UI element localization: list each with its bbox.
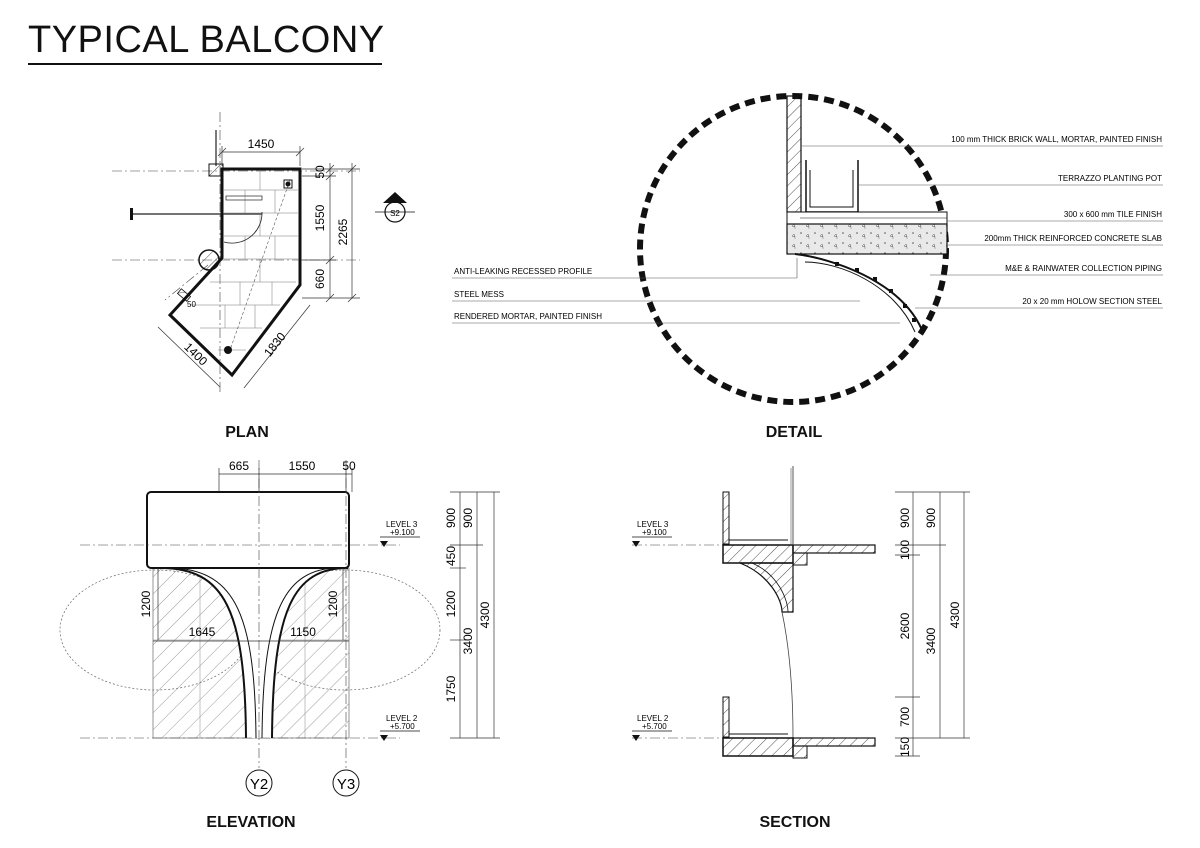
- elev-dim-1200-right: 1200: [326, 590, 340, 617]
- sect-chain3-4300: 4300: [948, 601, 962, 628]
- detail-note-recessed-profile: ANTI-LEAKING RECESSED PROFILE: [454, 267, 592, 276]
- elev-level3-label: LEVEL 3: [386, 520, 418, 529]
- detail-note-rendered-mortar: RENDERED MORTAR, PAINTED FINISH: [454, 312, 602, 321]
- elev-dim-665: 665: [229, 459, 249, 473]
- sect-chain1-2600: 2600: [898, 612, 912, 639]
- elev-dim-1150: 1150: [290, 625, 316, 639]
- sect-level3-label: LEVEL 3: [637, 520, 669, 529]
- plan-dim-1830: 1830: [261, 329, 289, 359]
- plan-view: 50 1450: [112, 112, 415, 395]
- elev-dim-1550: 1550: [289, 459, 316, 473]
- detail-note-brick-wall: 100 mm THICK BRICK WALL, MORTAR, PAINTED…: [951, 135, 1162, 144]
- sect-level3-value: +9.100: [642, 528, 667, 537]
- detail-note-steel-mess: STEEL MESS: [454, 290, 504, 299]
- plan-dim-1550: 1550: [313, 204, 327, 231]
- elev-level2-label: LEVEL 2: [386, 714, 418, 723]
- detail-note-planting-pot: TERRAZZO PLANTING POT: [1058, 174, 1162, 183]
- elev-chain1-1200: 1200: [444, 590, 458, 617]
- view-label-section: SECTION: [759, 814, 831, 831]
- sect-chain1-150: 150: [898, 737, 912, 757]
- grid-bubble-y3: Y3: [337, 776, 355, 793]
- view-label-detail: DETAIL: [765, 424, 823, 441]
- plan-dim-660: 660: [313, 269, 327, 289]
- detail-note-piping: M&E & RAINWATER COLLECTION PIPING: [1005, 264, 1162, 273]
- section-marker-label: S2: [390, 209, 400, 218]
- elev-chain1-450: 450: [444, 546, 458, 566]
- grid-bubble-y2: Y2: [250, 776, 268, 793]
- elev-level2-value: +5.700: [390, 722, 415, 731]
- elev-chain3-4300: 4300: [478, 601, 492, 628]
- sect-chain2-900: 900: [924, 508, 938, 528]
- elev-chain2-3400: 3400: [461, 627, 475, 654]
- sect-chain1-700: 700: [898, 707, 912, 727]
- view-label-elevation: ELEVATION: [206, 814, 296, 831]
- sect-chain2-3400: 3400: [924, 627, 938, 654]
- plan-dim-2265: 2265: [336, 218, 350, 245]
- sect-chain1-900: 900: [898, 508, 912, 528]
- sect-level2-value: +5.700: [642, 722, 667, 731]
- elev-dim-1200-left: 1200: [139, 590, 153, 617]
- sheet-title: TYPICAL BALCONY: [28, 19, 385, 61]
- sect-chain1-100: 100: [898, 540, 912, 560]
- plan-dim-50: 50: [313, 165, 327, 179]
- sect-level2-label: LEVEL 2: [637, 714, 669, 723]
- section-marker-s2: S2: [375, 192, 415, 223]
- elev-chain2-900: 900: [461, 508, 475, 528]
- detail-view: 100 mm THICK BRICK WALL, MORTAR, PAINTED…: [452, 93, 1163, 405]
- view-label-plan: PLAN: [225, 424, 269, 441]
- elevation-view: 665 1550 50 1645 1150 1200 1200 LEVEL 3 …: [59, 459, 500, 797]
- plan-dim-1450: 1450: [248, 137, 275, 151]
- detail-note-slab: 200mm THICK REINFORCED CONCRETE SLAB: [984, 234, 1162, 243]
- detail-note-steel: 20 x 20 mm HOLOW SECTION STEEL: [1022, 297, 1162, 306]
- elev-dim-1645: 1645: [189, 625, 216, 639]
- elev-chain1-1750: 1750: [444, 675, 458, 702]
- elev-dim-50: 50: [342, 459, 356, 473]
- elev-level3-value: +9.100: [390, 528, 415, 537]
- detail-note-tile: 300 x 600 mm TILE FINISH: [1064, 210, 1162, 219]
- title-underline: [28, 63, 382, 65]
- section-view: LEVEL 3 +9.100 LEVEL 2 +5.700 900 100 26…: [632, 466, 970, 759]
- plan-dim-50-diag: 50: [187, 300, 196, 309]
- elev-chain1-900: 900: [444, 508, 458, 528]
